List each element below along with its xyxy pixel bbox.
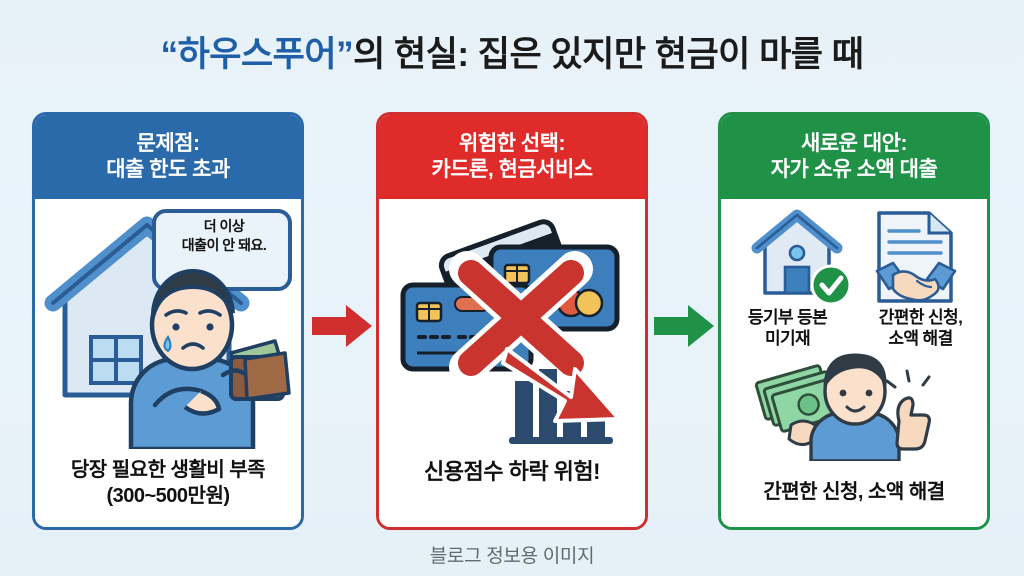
arrow-risk-to-solution [654, 305, 714, 347]
declining-bar-chart-icon [509, 369, 613, 444]
card-risky-choice-header: 위험한 선택: 카드론, 현금서비스 [379, 115, 645, 199]
card-problem-header: 문제점: 대출 한도 초과 [35, 115, 301, 199]
page-title: “하우스푸어”의 현실: 집은 있지만 현금이 마를 때 [0, 26, 1024, 77]
feature-2-line2: 소액 해결 [888, 329, 953, 349]
card-new-alternative-features: 등기부 등본 미기재 간편한 신청, 소액 해결 [721, 307, 987, 350]
card-risky-choice-body: 신용점수 하락 위험! [379, 199, 645, 527]
speech-line2: 대출이 안 돼요. [181, 236, 267, 253]
card-problem-body: 더 이상 대출이 안 돼요. 당장 필요한 생활비 부족 (300~500만원) [35, 199, 301, 527]
feature-2: 간편한 신청, 소액 해결 [854, 307, 987, 350]
feature-1-line1: 등기부 등본 [747, 308, 828, 327]
empty-wallet-icon [229, 339, 291, 401]
illustration-verified-house-and-agreement [751, 209, 957, 306]
card-risky-choice-header-line1: 위험한 선택: [459, 132, 565, 156]
card-new-alternative-body: 등기부 등본 미기재 간편한 신청, 소액 해결 [721, 199, 987, 527]
card-new-alternative-caption-line1: 간편한 신청, 소액 해결 [763, 481, 945, 503]
worried-man-icon [128, 269, 291, 449]
verified-house-icon [751, 209, 843, 295]
card-new-alternative-header-line2: 자가 소유 소액 대출 [770, 158, 938, 181]
speech-line1: 더 이상 [203, 218, 245, 234]
arrow-problem-to-risk [312, 305, 372, 347]
card-problem: 문제점: 대출 한도 초과 [32, 112, 304, 530]
card-risky-choice: 위험한 선택: 카드론, 현금서비스 [376, 112, 648, 530]
card-risky-choice-caption: 신용점수 하락 위험! [379, 458, 645, 487]
rejection-x-icon [449, 251, 593, 385]
speech-bubble-text: 더 이상 대출이 안 돼요. [161, 217, 287, 255]
card-problem-caption: 당장 필요한 생활비 부족 (300~500만원) [35, 457, 301, 509]
card-risky-choice-caption-line1: 신용점수 하락 위험! [424, 459, 600, 485]
card-problem-caption-line1: 당장 필요한 생활비 부족 [70, 459, 266, 481]
downward-trend-arrow-icon [501, 347, 621, 423]
feature-1-line2: 미기재 [764, 329, 811, 349]
card-new-alternative-caption: 간편한 신청, 소액 해결 [721, 479, 987, 505]
card-new-alternative-header-line1: 새로운 대안: [801, 132, 907, 156]
card-new-alternative-header: 새로운 대안: 자가 소유 소액 대출 [721, 115, 987, 199]
handshake-icon [875, 261, 957, 302]
illustration-house-and-worried-man [44, 209, 292, 449]
thumbs-up-icon [885, 369, 931, 451]
feature-2-line1: 간편한 신청, [878, 308, 963, 327]
page-title-rest: 의 현실: 집은 있지만 현금이 마를 때 [353, 35, 864, 74]
card-problem-caption-line2: (300~500만원) [106, 485, 230, 507]
card-problem-header-line2: 대출 한도 초과 [106, 158, 230, 181]
card-risky-choice-header-line2: 카드론, 현금서비스 [431, 158, 593, 181]
feature-1: 등기부 등본 미기재 [721, 307, 854, 350]
card-new-alternative: 새로운 대안: 자가 소유 소액 대출 [718, 112, 990, 530]
footer-note: 블로그 정보용 이미지 [429, 546, 595, 567]
illustration-cards-rejected-credit-drop [400, 219, 621, 444]
green-check-badge-icon [810, 264, 852, 306]
page-title-highlight: “하우스푸어” [160, 35, 354, 74]
illustration-happy-man-with-cash [754, 353, 931, 461]
card-problem-header-line1: 문제점: [136, 132, 200, 156]
